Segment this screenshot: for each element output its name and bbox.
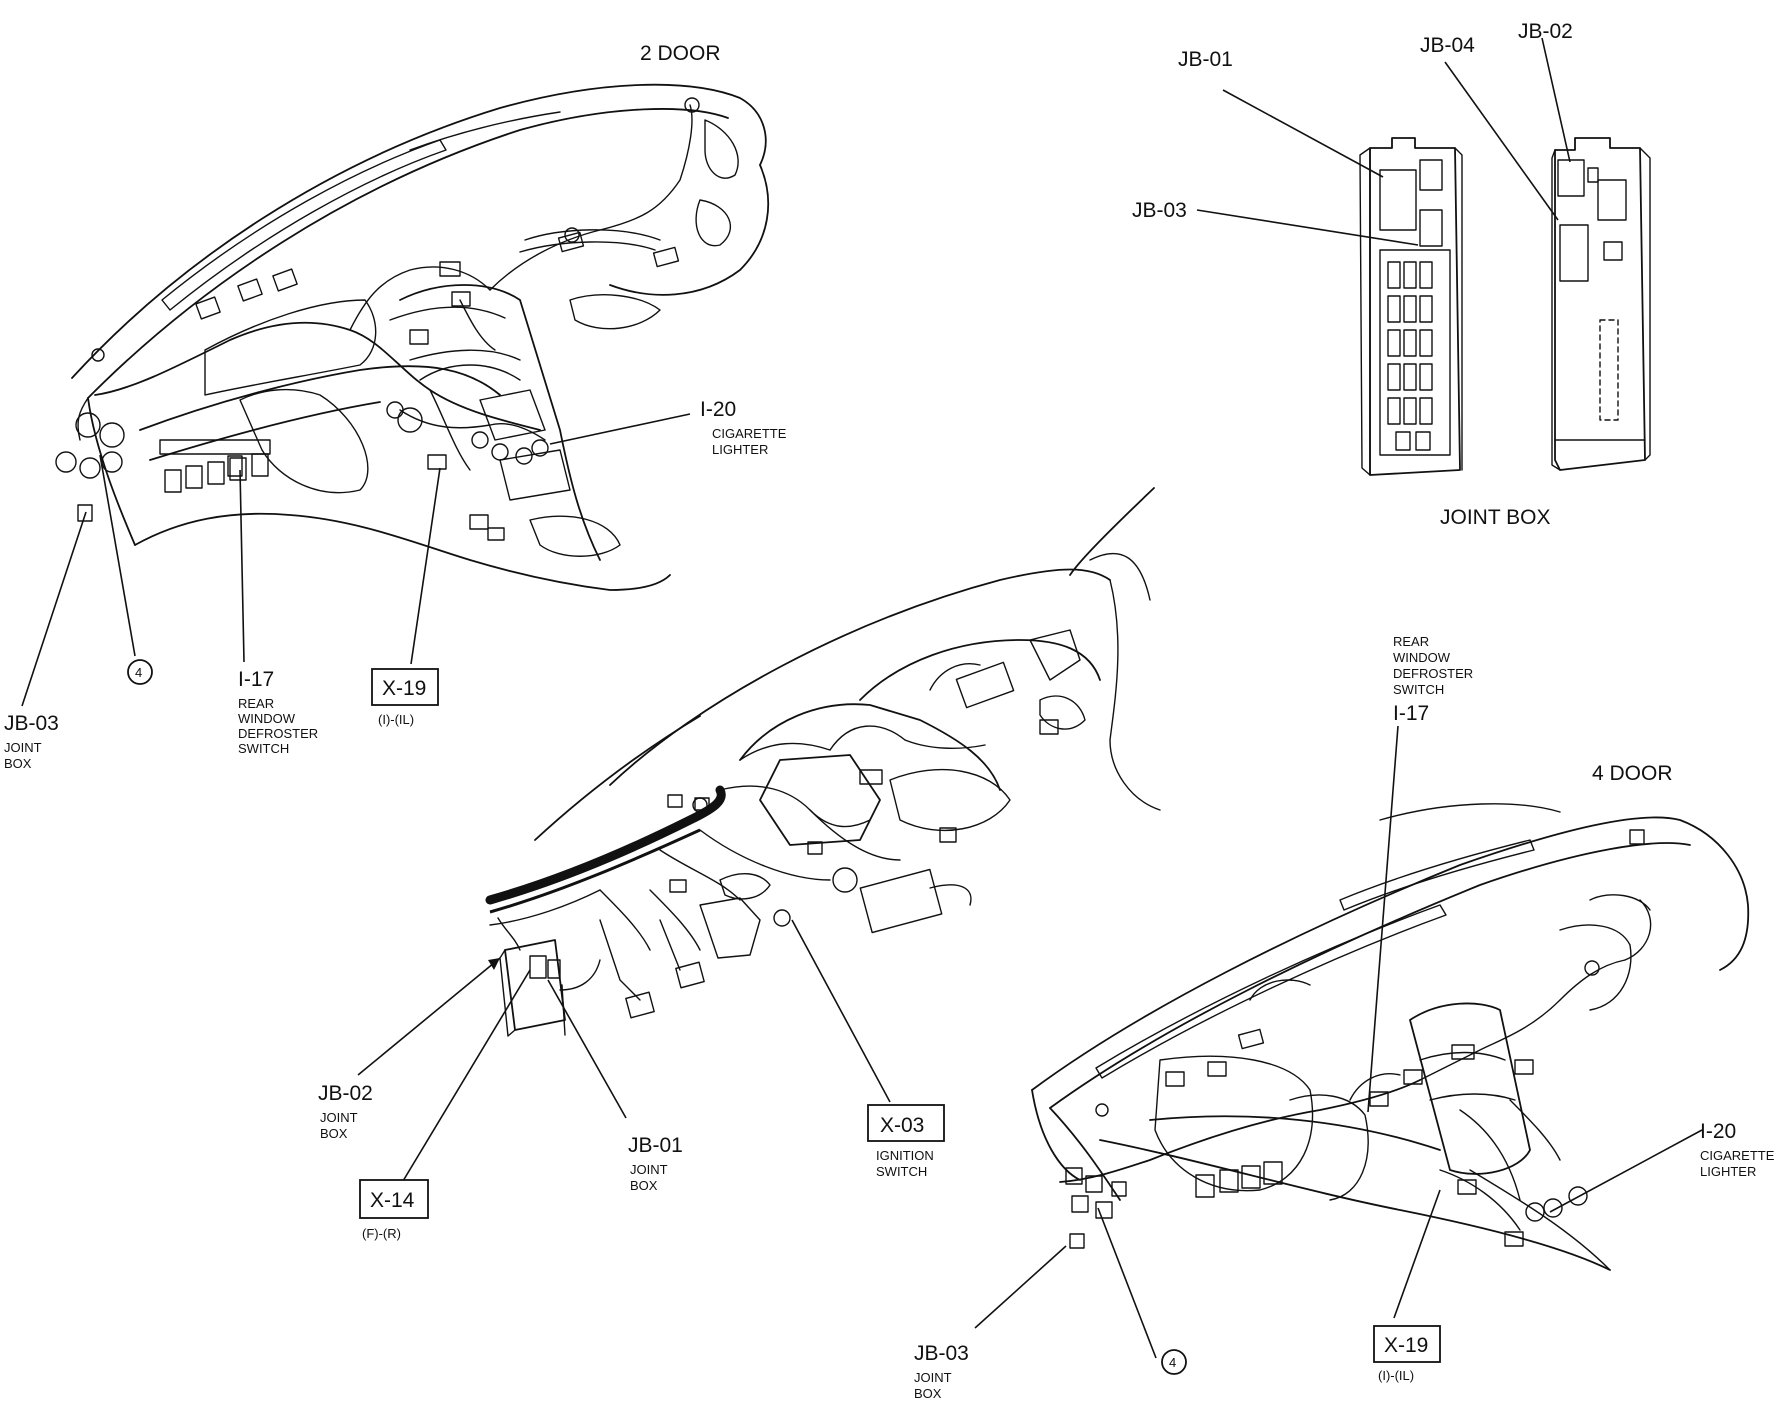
svg-text:4: 4 <box>135 665 142 680</box>
joint-box-labels: JB-01 JB-02 JB-03 JB-04 <box>1132 20 1573 222</box>
label-circle-4-two-door: 4 <box>127 659 153 685</box>
svg-text:JOINT: JOINT <box>320 1110 358 1125</box>
label-jb01-center: JB-01 JOINT BOX <box>628 1134 683 1193</box>
label-jb04-joint-box: JB-04 <box>1420 34 1475 57</box>
two-door-leaders <box>21 413 691 707</box>
svg-text:BOX: BOX <box>320 1126 348 1141</box>
svg-text:X-19: X-19 <box>382 677 426 700</box>
svg-text:REAR: REAR <box>238 696 274 711</box>
label-x14-center: X-14 (F)-(R) <box>359 1179 429 1241</box>
svg-text:CIGARETTE: CIGARETTE <box>1700 1148 1775 1163</box>
svg-text:DEFROSTER: DEFROSTER <box>238 726 318 741</box>
label-jb03-four-door: JB-03 JOINT BOX <box>914 1342 969 1401</box>
svg-text:X-03: X-03 <box>880 1114 924 1137</box>
joint-box-side-drawing <box>1551 137 1651 471</box>
svg-text:I-17: I-17 <box>238 668 274 691</box>
svg-text:I-17: I-17 <box>1393 702 1429 725</box>
center-leaders <box>357 919 891 1187</box>
svg-text:IGNITION: IGNITION <box>876 1148 934 1163</box>
svg-text:I-20: I-20 <box>1700 1120 1736 1143</box>
svg-text:LIGHTER: LIGHTER <box>712 442 768 457</box>
svg-text:SWITCH: SWITCH <box>876 1164 927 1179</box>
svg-text:JB-01: JB-01 <box>628 1134 683 1157</box>
label-x19-four-door: X-19 (I)-(IL) <box>1373 1325 1441 1383</box>
svg-text:BOX: BOX <box>914 1386 942 1401</box>
svg-text:JB-03: JB-03 <box>4 712 59 735</box>
svg-text:WINDOW: WINDOW <box>238 711 296 726</box>
four-door-dashboard-drawing <box>1031 803 1750 1271</box>
svg-text:JOINT: JOINT <box>914 1370 952 1385</box>
svg-text:CIGARETTE: CIGARETTE <box>712 426 787 441</box>
two-door-dashboard-drawing <box>55 83 770 591</box>
joint-box-leaders <box>1196 37 1571 246</box>
label-i20-four-door: I-20 CIGARETTE LIGHTER <box>1700 1120 1775 1179</box>
svg-text:(I)-(IL): (I)-(IL) <box>378 712 414 727</box>
svg-text:DEFROSTER: DEFROSTER <box>1393 666 1473 681</box>
svg-text:SWITCH: SWITCH <box>1393 682 1444 697</box>
label-circle-4-four-door: 4 <box>1161 1349 1187 1375</box>
label-jb01-joint-box: JB-01 <box>1178 48 1233 71</box>
label-jb02-joint-box: JB-02 <box>1518 20 1573 43</box>
svg-text:JB-02: JB-02 <box>318 1082 373 1105</box>
svg-text:(I)-(IL): (I)-(IL) <box>1378 1368 1414 1383</box>
label-jb03-joint-box: JB-03 <box>1132 199 1187 222</box>
svg-text:X-19: X-19 <box>1384 1334 1428 1357</box>
label-jb03-two-door: JB-03 JOINT BOX <box>4 712 59 771</box>
label-i17-two-door: I-17 REAR WINDOW DEFROSTER SWITCH <box>238 668 318 756</box>
svg-text:JOINT: JOINT <box>630 1162 668 1177</box>
svg-text:SWITCH: SWITCH <box>238 741 289 756</box>
svg-text:JB-03: JB-03 <box>914 1342 969 1365</box>
svg-text:I-20: I-20 <box>700 398 736 421</box>
svg-text:X-14: X-14 <box>370 1189 415 1212</box>
label-i20-two-door: I-20 CIGARETTE LIGHTER <box>700 398 787 457</box>
svg-text:BOX: BOX <box>630 1178 658 1193</box>
svg-text:BOX: BOX <box>4 756 32 771</box>
svg-text:REAR: REAR <box>1393 634 1429 649</box>
svg-text:LIGHTER: LIGHTER <box>1700 1164 1756 1179</box>
label-i17-four-door: REAR WINDOW DEFROSTER SWITCH I-17 <box>1393 634 1473 725</box>
svg-text:JOINT: JOINT <box>4 740 42 755</box>
four-door-leaders <box>974 725 1703 1359</box>
header-joint-box: JOINT BOX <box>1440 506 1550 529</box>
header-4-door: 4 DOOR <box>1592 762 1673 785</box>
center-harness-drawing <box>485 487 1161 1037</box>
svg-text:4: 4 <box>1169 1355 1176 1370</box>
svg-text:(F)-(R): (F)-(R) <box>362 1226 401 1241</box>
label-jb02-center: JB-02 JOINT BOX <box>318 1082 373 1141</box>
header-2-door: 2 DOOR <box>640 42 721 65</box>
joint-box-front-drawing <box>1359 137 1463 476</box>
label-x03-center: X-03 IGNITION SWITCH <box>867 1104 945 1179</box>
svg-text:WINDOW: WINDOW <box>1393 650 1451 665</box>
label-x19-two-door: X-19 (I)-(IL) <box>371 668 439 727</box>
